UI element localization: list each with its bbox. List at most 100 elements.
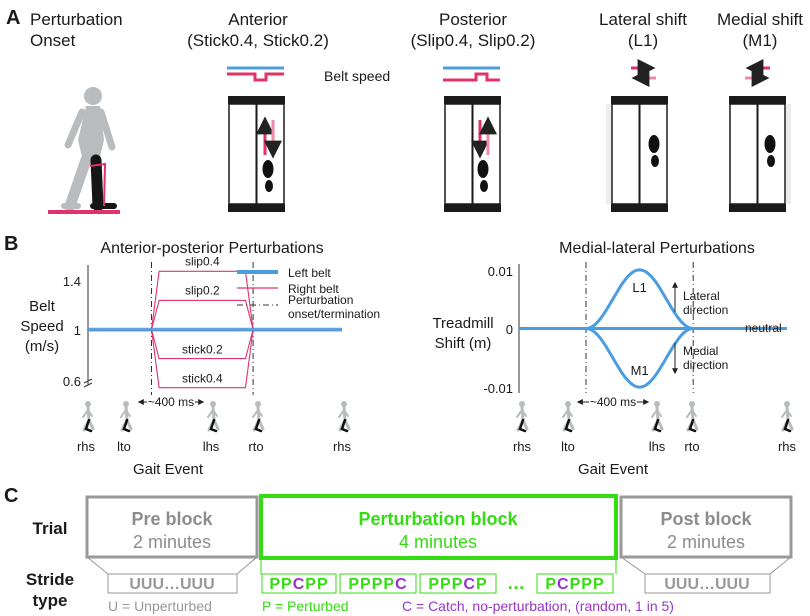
belt-speed-icon-posterior <box>443 66 500 82</box>
panel-label-b: B <box>4 233 18 255</box>
walker-icon <box>337 399 351 433</box>
post-strides: UUU…UUU <box>664 576 749 593</box>
walker-icon <box>685 399 699 433</box>
stride-perturbed: P <box>428 576 440 593</box>
stride-group: PPCPP <box>269 576 328 593</box>
gait-event-label: rto <box>684 439 699 454</box>
treadmill-icon-posterior <box>444 96 501 212</box>
chart-ml-title: Medial-lateral Perturbations <box>559 240 755 257</box>
medial-direction-label-2: direction <box>683 358 728 372</box>
row-label-stride-2: type <box>33 591 68 610</box>
chart-ap-ytick-0.6: 0.6 <box>63 374 81 389</box>
level-label-stick0.4: stick0.4 <box>182 372 223 386</box>
stride-perturbed: P <box>281 576 293 593</box>
stride-perturbed: P <box>545 576 557 593</box>
chart-ap-window-label: ~400 ms <box>148 395 194 409</box>
treadmill-icon-medial <box>729 59 791 212</box>
chart-ml-ytick-neg0.01: -0.01 <box>483 381 513 396</box>
stride-perturbed: P <box>269 576 281 593</box>
post-strides-box <box>644 573 771 594</box>
chart-anterior-posterior: Anterior-posterior Perturbations Belt Sp… <box>20 240 380 409</box>
gait-event-label: rto <box>248 439 263 454</box>
stride-group: PPPCP <box>428 576 487 593</box>
chart-ml-ytick-0: 0 <box>506 322 513 337</box>
stride-perturbed: P <box>452 576 464 593</box>
post-block-duration: 2 minutes <box>667 532 745 552</box>
walker-icon <box>119 399 133 433</box>
column-subtitle-medial: (M1) <box>743 31 778 50</box>
medial-direction-label-1: Medial <box>683 344 718 358</box>
belt-speed-label: Belt speed <box>324 68 390 84</box>
stride-group-box <box>261 573 337 594</box>
chart-ap-ylabel-3: (m/s) <box>25 338 59 355</box>
gait-event-xlabel-right: Gait Event <box>578 461 649 478</box>
walker-icon <box>780 399 794 433</box>
level-label-slip0.4: slip0.4 <box>185 254 220 268</box>
pre-strides-box <box>107 573 238 594</box>
column-title-medial: Medial shift <box>717 10 803 29</box>
chart-ml-neutral-label: neutral <box>745 321 782 335</box>
belt-speed-icon-anterior <box>227 66 284 82</box>
stride-perturbed: P <box>440 576 452 593</box>
perturbation-block-box <box>259 494 618 560</box>
level-trace-slip0.4 <box>150 270 254 330</box>
column-subtitle-anterior: (Stick0.4, Stick0.2) <box>187 31 329 50</box>
chart-ap-ytick-1: 1 <box>74 323 81 338</box>
pre-block-duration: 2 minutes <box>133 532 211 552</box>
chart-ml-ytick-0.01: 0.01 <box>488 264 513 279</box>
legend-label-right-belt: Right belt <box>288 282 339 296</box>
series-label-L1: L1 <box>632 280 646 295</box>
column-subtitle-posterior: (Slip0.4, Slip0.2) <box>411 31 536 50</box>
stride-perturbed: P <box>383 576 395 593</box>
gait-event-label: lhs <box>203 439 220 454</box>
gait-event-label: rhs <box>333 439 352 454</box>
pre-block: Pre block 2 minutes <box>85 495 259 559</box>
stride-perturbed: P <box>476 576 488 593</box>
level-trace-stick0.4 <box>150 329 254 389</box>
block-connectors <box>86 556 792 575</box>
column-title-anterior: Anterior <box>228 10 288 29</box>
legend-label-perturbation-1: Perturbation <box>288 293 353 307</box>
chart-ap-ytick-1.4: 1.4 <box>63 274 81 289</box>
chart-ml-window-label-bg <box>589 395 637 409</box>
onset-label-line2: Onset <box>30 31 76 50</box>
perturbation-block-duration: 4 minutes <box>399 532 477 552</box>
gait-event-label: lto <box>561 439 575 454</box>
gait-event-label: rhs <box>77 439 96 454</box>
chart-ap-legend: Left belt Right belt Perturbation onset/… <box>237 266 380 321</box>
stride-catch: C <box>463 576 476 593</box>
pre-strides: UUU…UUU <box>129 576 214 593</box>
perturbation-block-title: Perturbation block <box>358 509 518 529</box>
stride-ellipsis: … <box>507 573 525 593</box>
legend-perturbed: P = Perturbed <box>262 598 349 614</box>
post-block: Post block 2 minutes <box>619 495 793 559</box>
stride-group-box <box>536 573 614 594</box>
lateral-direction-label-1: Lateral <box>683 289 720 303</box>
gait-event-xlabel-left: Gait Event <box>133 461 204 478</box>
stride-catch: C <box>557 576 570 593</box>
level-trace-stick0.2 <box>150 329 254 360</box>
chart-medial-lateral: Medial-lateral Perturbations Treadmill S… <box>432 240 787 409</box>
chart-ap-ylabel-2: Speed <box>20 318 63 335</box>
stride-perturbed: P <box>317 576 329 593</box>
post-block-title: Post block <box>660 509 752 529</box>
walker-icon <box>561 399 575 433</box>
chart-ap-window-label-bg <box>147 395 195 409</box>
gait-events-left: rhs lto lhs rto rhs Gait Event <box>77 399 352 478</box>
walking-person-icon <box>48 87 120 214</box>
walker-icon <box>206 399 220 433</box>
stride-group-box <box>419 573 497 594</box>
column-title-lateral: Lateral shift <box>599 10 687 29</box>
column-title-posterior: Posterior <box>439 10 507 29</box>
walker-icon <box>515 399 529 433</box>
stride-group-box <box>339 573 417 594</box>
walker-icon <box>650 399 664 433</box>
series-trace-L1 <box>585 268 694 330</box>
panel-label-c: C <box>4 485 18 507</box>
legend-label-perturbation-2: onset/termination <box>288 307 380 321</box>
series-label-M1: M1 <box>631 363 649 378</box>
walker-icon <box>81 399 95 433</box>
stride-perturbed: P <box>305 576 317 593</box>
